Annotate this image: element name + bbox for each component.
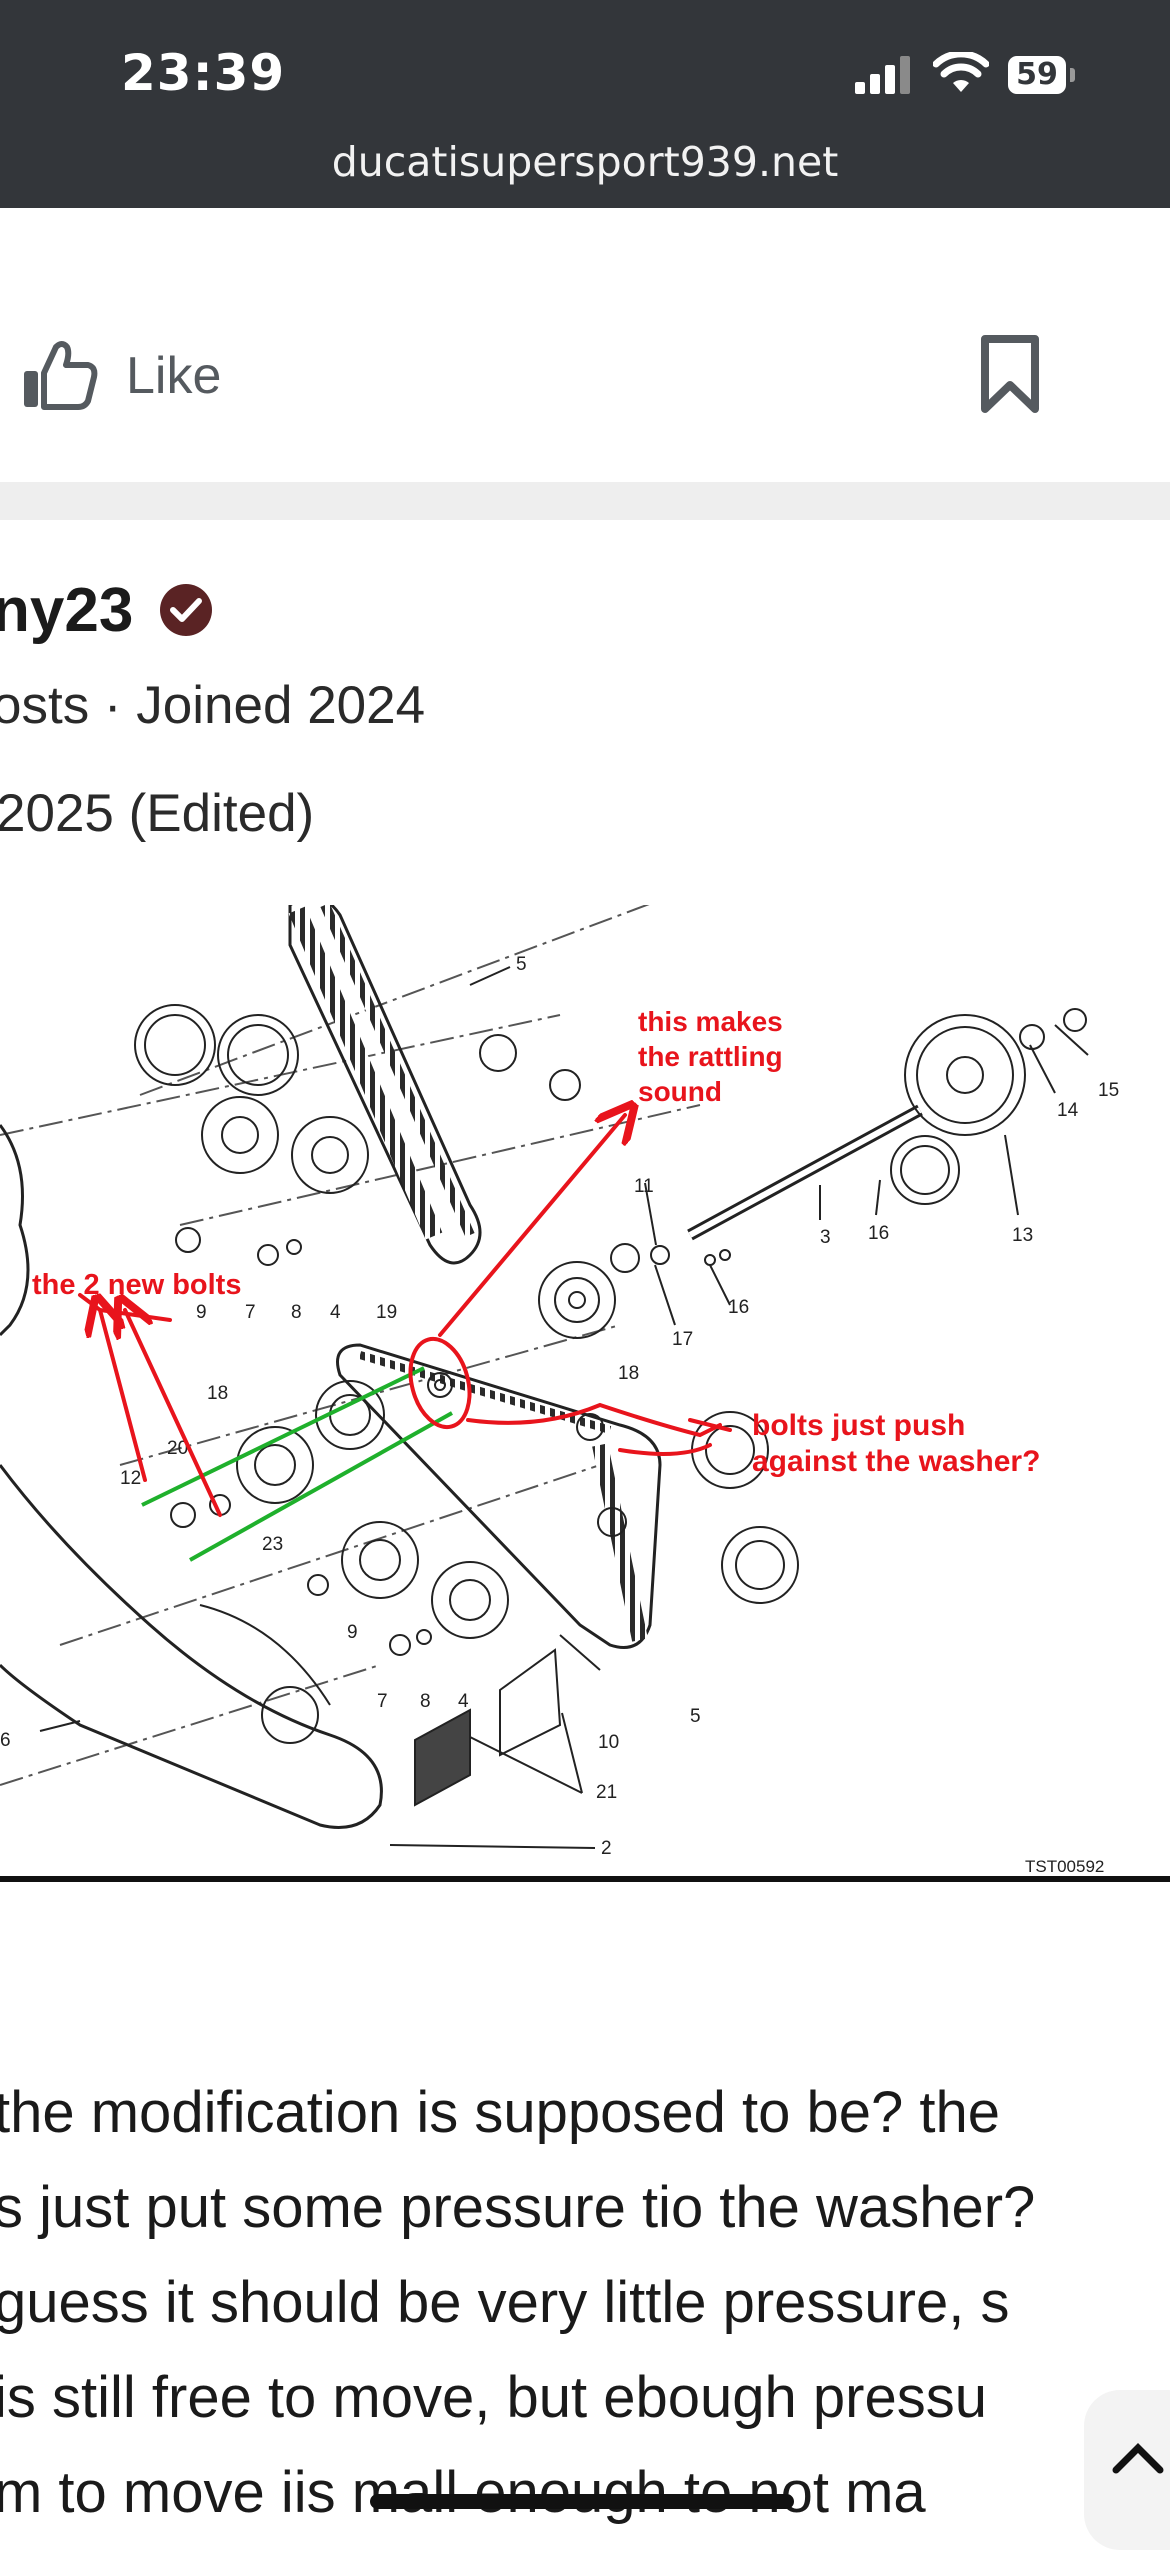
part-number: 23: [262, 1534, 283, 1555]
post-author-name[interactable]: ny23: [0, 576, 134, 645]
battery-nub: [1070, 68, 1075, 82]
bookmark-icon[interactable]: [975, 333, 1045, 419]
annotation-push-line-1: bolts just push: [752, 1409, 965, 1442]
part-number: 8: [420, 1691, 431, 1712]
annotation-new-bolts: the 2 new bolts: [32, 1269, 241, 1301]
diagram-code: TST00592: [1025, 1857, 1104, 1876]
part-number: 21: [596, 1782, 617, 1803]
home-indicator[interactable]: [370, 2494, 794, 2509]
part-number: 7: [245, 1302, 256, 1323]
post-body-line: s just put some pressure tio the washer?: [0, 2175, 1036, 2240]
annotation-rattle-line-2: the rattling: [638, 1041, 783, 1072]
part-number: 5: [516, 954, 527, 975]
section-divider: [0, 482, 1170, 520]
part-number: 14: [1057, 1100, 1079, 1121]
part-number: 18: [618, 1363, 639, 1384]
part-number: 3: [820, 1227, 831, 1248]
part-number: 9: [347, 1622, 358, 1643]
part-number: 2: [601, 1838, 612, 1859]
post-date: 2025 (Edited): [0, 784, 315, 843]
address-bar-url[interactable]: ducatisupersport939.net: [331, 138, 839, 186]
post-body-line: m to move iis mall enough to not ma: [0, 2460, 926, 2525]
part-number: 16: [728, 1297, 749, 1318]
part-number: 8: [291, 1302, 302, 1323]
part-number: 6: [0, 1730, 11, 1751]
status-time: 23:39: [121, 44, 286, 102]
thumbs-up-icon: [24, 341, 98, 410]
wifi-icon: [933, 52, 989, 92]
post-body-line: guess it should be very little pressure,…: [0, 2270, 1010, 2335]
part-number: 5: [690, 1706, 701, 1727]
chevron-up-icon: [1112, 2443, 1164, 2474]
part-number: 10: [598, 1732, 619, 1753]
cellular-signal-icon: [855, 56, 910, 94]
part-number: 19: [376, 1302, 397, 1323]
post-body: the modification is supposed to be? the …: [0, 2065, 1170, 2540]
part-number: 4: [458, 1691, 469, 1712]
like-label: Like: [126, 347, 222, 405]
annotation-rattle-line-1: this makes: [638, 1006, 783, 1037]
post-body-line: is still free to move, but ebough pressu: [0, 2365, 987, 2430]
post-actions-bar: Like: [0, 208, 1170, 482]
part-number: 9: [196, 1302, 207, 1323]
like-button[interactable]: Like: [22, 331, 221, 421]
part-number: 18: [207, 1383, 228, 1404]
annotation-push-line-2: against the washer?: [752, 1445, 1040, 1478]
status-bar: 23:39 59 ducatisupersport939.net: [0, 0, 1170, 208]
part-number: 12: [120, 1468, 141, 1489]
author-meta: osts · Joined 2024: [0, 676, 426, 735]
part-number: 20: [167, 1438, 188, 1459]
part-number: 13: [1012, 1225, 1033, 1246]
part-number: 17: [672, 1329, 693, 1350]
post-body-line: the modification is supposed to be? the: [0, 2080, 1000, 2145]
part-number: 11: [634, 1176, 654, 1197]
annotation-rattle-line-3: sound: [638, 1076, 722, 1107]
part-number: 15: [1098, 1080, 1119, 1101]
scroll-to-top-button[interactable]: [1084, 2390, 1170, 2550]
verified-badge-icon: [160, 584, 212, 636]
part-number: 16: [868, 1223, 889, 1244]
part-number: 7: [377, 1691, 388, 1712]
part-number: 4: [330, 1302, 341, 1323]
timing-belt-diagram: 5 15 14 13 16 3 16 17 11 18 19 4 8 7 9 1…: [0, 905, 1170, 1882]
battery-icon: 59: [1008, 56, 1066, 94]
